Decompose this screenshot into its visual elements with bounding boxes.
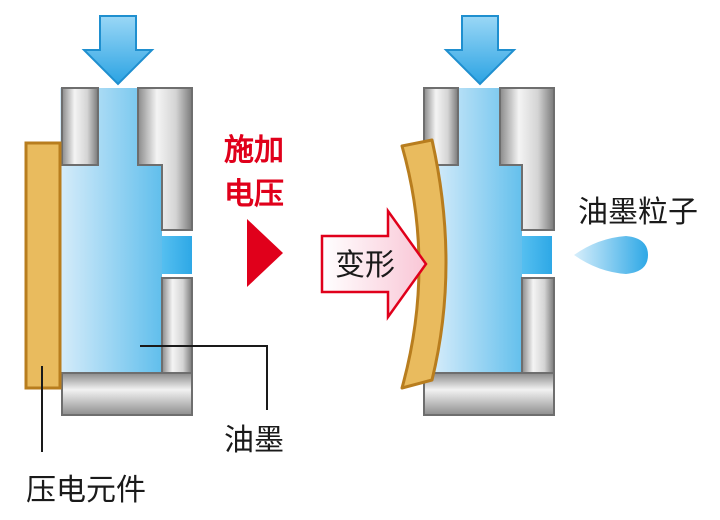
deform-indicator: 变形 (320, 207, 428, 321)
ink-droplet-icon (574, 236, 648, 274)
wall-top-right-before (137, 87, 193, 231)
base-plate-after (423, 372, 555, 416)
wall-bottom-right-before (161, 277, 193, 379)
wall-bottom-right-after (521, 277, 555, 379)
deform-label: 变形 (335, 248, 395, 283)
ink-label: 油墨 (224, 423, 284, 458)
piezo-element-flat (24, 141, 62, 390)
nozzle-ink-after (522, 236, 552, 274)
apply-voltage-label-line2: 电压 (224, 177, 284, 212)
wall-top-right-after (499, 87, 555, 231)
callouts: 油墨 压电元件 油墨粒子 (26, 195, 698, 508)
ink-leader-line (140, 345, 268, 410)
base-plate-before (61, 372, 193, 416)
down-arrow-icon (81, 15, 155, 86)
nozzle-ink-before (162, 236, 192, 274)
piezo-element-label: 压电元件 (26, 473, 146, 508)
right-arrow-icon (320, 207, 428, 321)
down-arrow-icon (443, 15, 517, 86)
ink-droplet-label: 油墨粒子 (578, 195, 698, 230)
right-triangle-icon (247, 219, 283, 287)
print-head-after (400, 15, 648, 416)
wall-top-left-before (61, 87, 99, 166)
print-head-before (24, 15, 193, 416)
apply-voltage-indicator: 施加 电压 (224, 133, 284, 287)
apply-voltage-label-line1: 施加 (224, 133, 284, 168)
